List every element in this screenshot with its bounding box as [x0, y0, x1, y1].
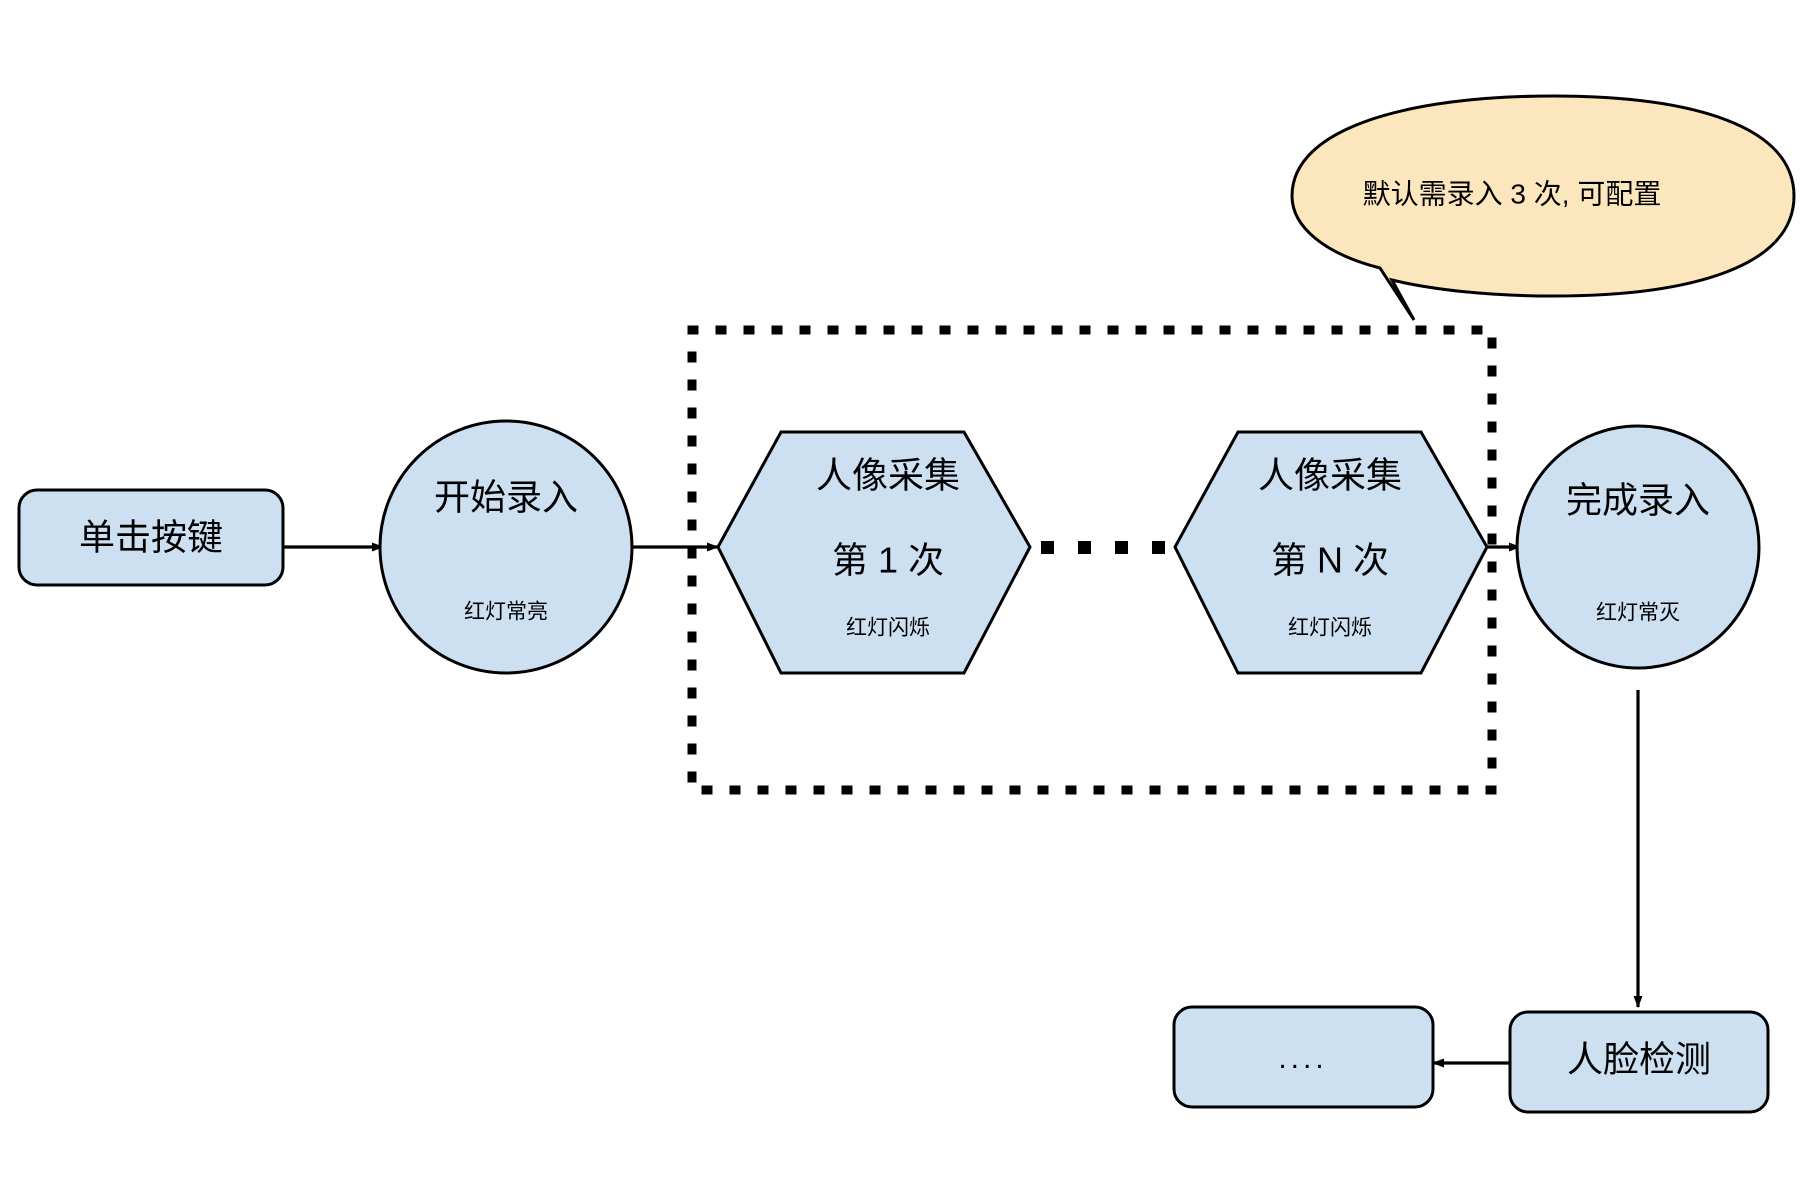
capture-first-sub-label: 红灯闪烁	[846, 617, 930, 640]
callout-label: 默认需录入 3 次, 可配置	[1363, 178, 1662, 209]
finish-enroll-label: 完成录入	[1566, 480, 1710, 521]
start-enroll-sub-label: 红灯常亮	[464, 601, 548, 624]
capture-nth-label-line1: 人像采集	[1258, 455, 1402, 496]
node-start-enroll[interactable]: 开始录入 红灯常亮	[378, 419, 634, 675]
capture-first-label-line2: 第 1 次	[832, 540, 944, 581]
sequence-ellipsis-dots	[1041, 541, 1165, 554]
press-key-shape[interactable]	[17, 488, 285, 587]
capture-first-shape[interactable]	[716, 430, 1032, 675]
start-enroll-shape[interactable]	[378, 419, 634, 675]
callout-default-enroll-count: 默认需录入 3 次, 可配置	[1290, 94, 1796, 321]
capture-first-label-line1: 人像采集	[816, 455, 960, 496]
start-enroll-label: 开始录入	[434, 477, 578, 518]
capture-nth-sub-label: 红灯闪烁	[1288, 617, 1372, 640]
capture-nth-label-line2: 第 N 次	[1271, 540, 1389, 581]
face-detect-label: 人脸检测	[1567, 1039, 1711, 1080]
node-capture-first[interactable]: 人像采集 第 1 次 红灯闪烁	[716, 430, 1032, 675]
node-more-steps[interactable]: ....	[1172, 1005, 1435, 1109]
node-capture-nth[interactable]: 人像采集 第 N 次 红灯闪烁	[1173, 430, 1489, 675]
finish-enroll-shape[interactable]	[1515, 424, 1761, 670]
face-detect-shape[interactable]	[1508, 1010, 1770, 1114]
press-key-label: 单击按键	[79, 517, 223, 558]
finish-enroll-sub-label: 红灯常灭	[1596, 602, 1680, 625]
node-press-key[interactable]: 单击按键	[17, 488, 285, 587]
node-finish-enroll[interactable]: 完成录入 红灯常灭	[1515, 424, 1761, 670]
callout-bubble-shape	[1290, 94, 1796, 321]
capture-nth-shape[interactable]	[1173, 430, 1489, 675]
more-steps-shape[interactable]	[1172, 1005, 1435, 1109]
node-face-detect[interactable]: 人脸检测	[1508, 1010, 1770, 1114]
more-steps-label: ....	[1278, 1042, 1327, 1075]
